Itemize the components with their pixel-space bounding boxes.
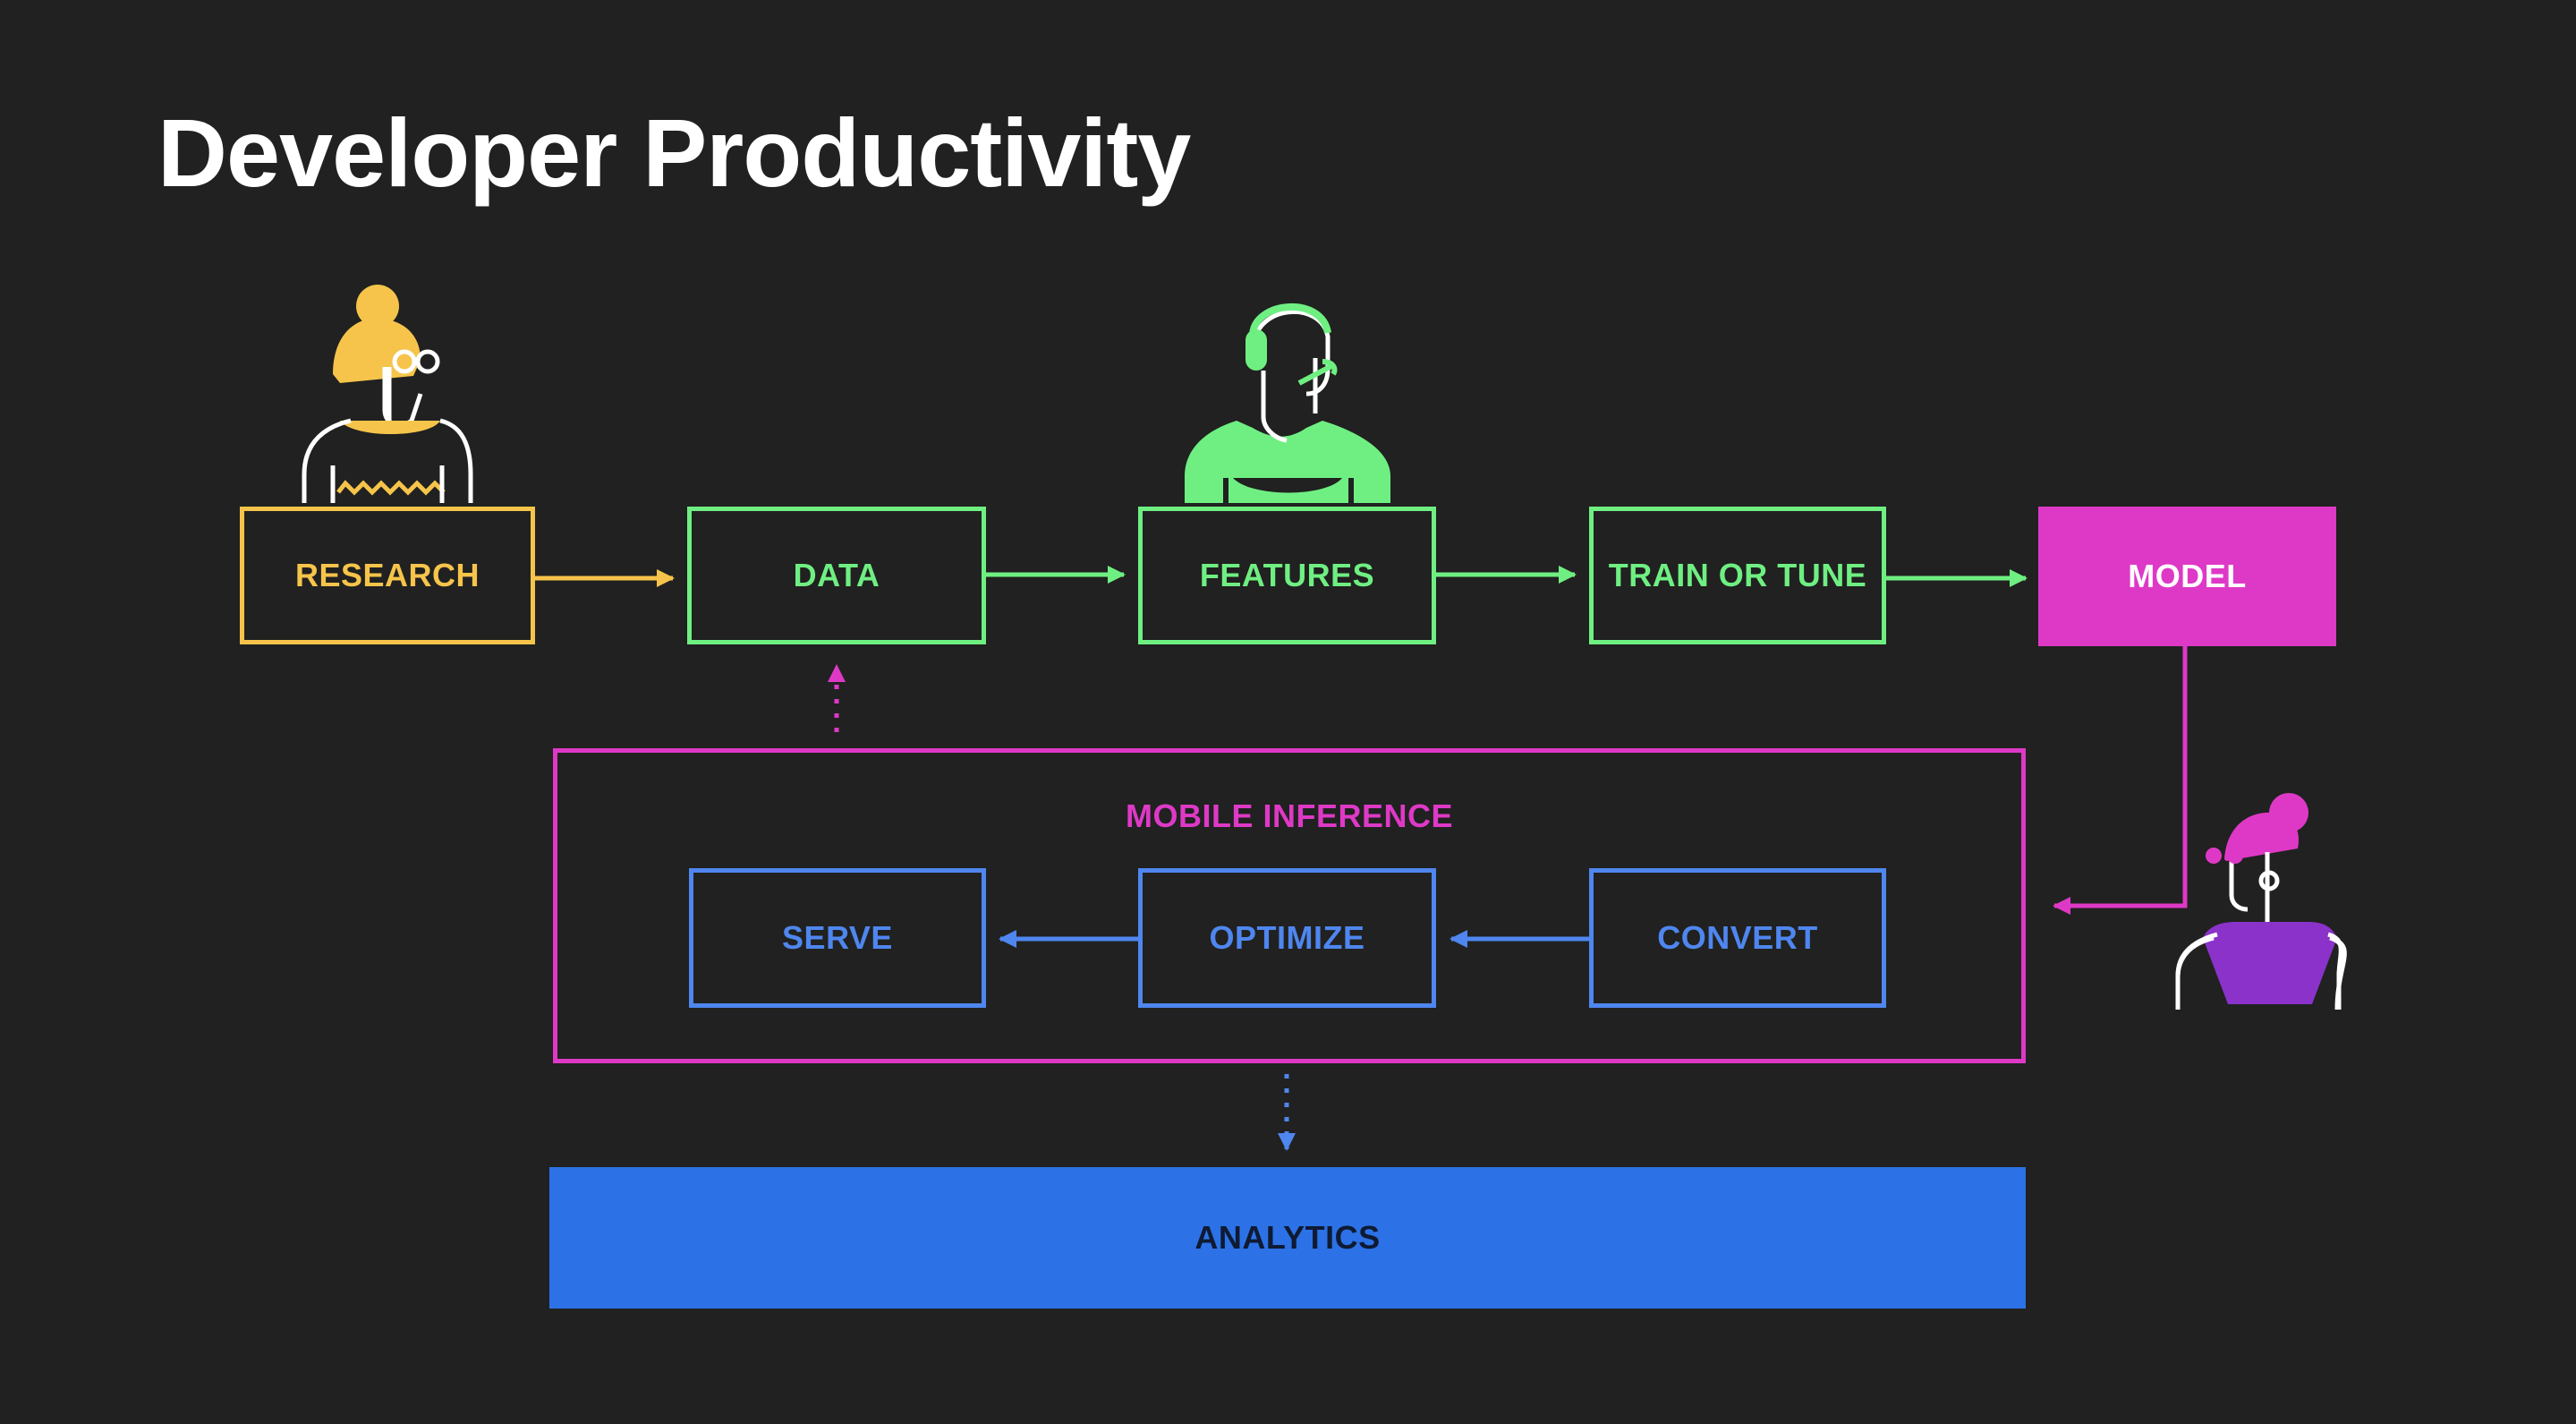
model-node: MODEL [2038, 507, 2336, 646]
features-label: FEATURES [1199, 557, 1375, 593]
data-node: DATA [687, 507, 986, 644]
mobile-developer-icon [2175, 793, 2347, 1010]
features-node: FEATURES [1138, 507, 1436, 644]
data-label: DATA [793, 557, 880, 593]
serve-node: SERVE [689, 868, 986, 1008]
mobile-inference-group: MOBILE INFERENCE [553, 748, 2026, 1063]
slide-title: Developer Productivity [157, 98, 1191, 207]
engineer-headset-icon [1185, 303, 1390, 503]
convert-node: CONVERT [1589, 868, 1886, 1008]
convert-label: CONVERT [1657, 919, 1818, 956]
analytics-bar: ANALYTICS [549, 1167, 2026, 1309]
model-label: MODEL [2128, 558, 2247, 594]
optimize-label: OPTIMIZE [1209, 919, 1365, 956]
train-or-tune-label: TRAIN OR TUNE [1608, 557, 1867, 593]
analytics-label: ANALYTICS [1194, 1219, 1381, 1256]
mobile-inference-label: MOBILE INFERENCE [1125, 797, 1453, 834]
optimize-node: OPTIMIZE [1138, 868, 1436, 1008]
research-label: RESEARCH [294, 557, 480, 593]
researcher-icon [302, 285, 473, 503]
train-or-tune-node: TRAIN OR TUNE [1589, 507, 1886, 644]
serve-label: SERVE [782, 919, 893, 956]
arrow-model-to-inference [2053, 646, 2188, 915]
research-node: RESEARCH [240, 507, 535, 644]
